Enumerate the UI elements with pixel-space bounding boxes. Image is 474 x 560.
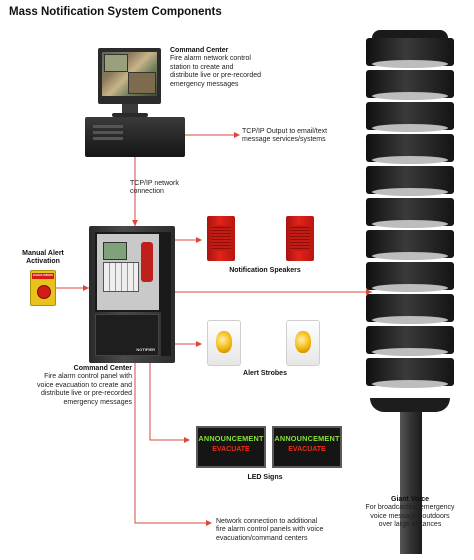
led-sign-line2: EVACUATE [288, 446, 326, 453]
pull-station-text: EVACUATION [33, 273, 53, 277]
network-connection-line: Network connection to additional [216, 518, 318, 525]
panel-lower-door: NOTIFIER [95, 314, 159, 356]
command-center-panel-label: Command Center Fire alarm control panel … [20, 365, 132, 407]
monitor-stand [122, 104, 138, 114]
speaker-tier [366, 134, 454, 164]
notification-speaker-image [207, 216, 235, 261]
line-panel-to-network [134, 363, 206, 524]
alert-strobe-image [207, 320, 241, 366]
speaker-tier [366, 70, 454, 100]
pull-station-header [32, 273, 54, 279]
alert-strobe-image [286, 320, 320, 366]
network-connection-label: Network connection to additional fire al… [216, 518, 356, 543]
led-sign-line1: ANNOUNCEMENT [274, 434, 340, 443]
speaker-tier [366, 102, 454, 132]
led-sign-image: ANNOUNCEMENT EVACUATE [196, 426, 266, 468]
manual-alert-title-line: Manual Alert [22, 250, 64, 257]
line-panel-to-signs [149, 363, 184, 441]
alert-strobes-label: Alert Strobes [215, 370, 315, 378]
panel-display [103, 242, 127, 260]
giant-voice-pole [400, 404, 422, 554]
notification-speakers-label: Notification Speakers [210, 267, 320, 275]
panel-window [95, 232, 161, 312]
command-center-top-desc-line: distribute live or pre-recorded [170, 72, 262, 80]
command-center-panel-desc-line: voice evacuation to create and [37, 381, 132, 389]
notification-speaker-image [286, 216, 314, 261]
notification-speakers-title: Notification Speakers [229, 267, 301, 274]
monitor-base [112, 113, 148, 117]
pull-station-image: EVACUATION [30, 270, 56, 306]
strobe-lens [216, 331, 232, 353]
panel-brand-logo: NOTIFIER [136, 347, 155, 352]
manual-alert-title-line: Activation [26, 258, 60, 266]
command-center-top-title: Command Center [170, 47, 229, 54]
command-center-panel-desc-line: distribute live or pre-recorded [40, 390, 132, 398]
tcpip-output-line: TCP/IP Output to email/text [242, 128, 328, 135]
command-center-top-desc-line: emergency messages [170, 80, 239, 88]
panel-keypad [103, 262, 139, 292]
drive-bay [93, 137, 123, 140]
giant-voice-base [370, 398, 450, 412]
command-center-panel-title: Command Center [73, 365, 132, 372]
speaker-tier [366, 166, 454, 196]
giant-voice-title: Giant Voice [391, 496, 429, 503]
drive-bay [93, 125, 123, 128]
giant-voice-desc-line: For broadcasting emergency [365, 504, 455, 512]
monitor-screen [102, 52, 157, 96]
speaker-tier [366, 326, 454, 356]
panel-microphone [141, 242, 153, 282]
tcpip-network-label: TCP/IP network connection [130, 180, 200, 197]
speaker-tier [366, 294, 454, 324]
command-center-top-label: Command Center Fire alarm network contro… [170, 47, 280, 89]
network-connection-line: evacuation/command centers [216, 534, 308, 542]
manual-alert-label: Manual Alert Activation [8, 250, 78, 267]
giant-voice-cap [372, 30, 448, 40]
tcpip-output-line: message services/systems [242, 136, 326, 144]
command-center-panel-desc-line: Fire alarm control panel with [44, 373, 132, 381]
led-sign-image: ANNOUNCEMENT EVACUATE [272, 426, 342, 468]
led-sign-line2: EVACUATE [212, 446, 250, 453]
strobe-lens [295, 331, 311, 353]
speaker-tier [366, 38, 454, 68]
monitor-image [98, 48, 161, 104]
speaker-tier [366, 262, 454, 292]
giant-voice-desc-line: voice messages outdoors [370, 512, 450, 520]
command-center-top-desc-line: station to create and [170, 63, 234, 71]
drive-bay [93, 131, 123, 134]
tcpip-network-line: connection [130, 188, 164, 196]
fire-alarm-panel-image: NOTIFIER [89, 226, 175, 363]
led-sign-line1: ANNOUNCEMENT [198, 434, 264, 443]
command-center-panel-desc-line: emergency messages [63, 398, 132, 406]
panel-side-enclosure [161, 232, 171, 356]
led-signs-label: LED Signs [220, 474, 310, 482]
speaker-tier [366, 198, 454, 228]
computer-tower-image [85, 117, 185, 157]
tcpip-output-label: TCP/IP Output to email/text message serv… [242, 128, 352, 145]
giant-voice-label: Giant Voice For broadcasting emergency v… [350, 496, 470, 530]
command-center-top-desc-line: Fire alarm network control [170, 55, 251, 63]
page-title: Mass Notification System Components [9, 6, 222, 18]
pull-station-button [37, 285, 51, 299]
alert-strobes-title: Alert Strobes [243, 370, 287, 377]
network-connection-line: fire alarm control panels with voice [216, 526, 324, 534]
led-signs-title: LED Signs [247, 474, 283, 481]
speaker-tier [366, 358, 454, 388]
tcpip-network-line: TCP/IP network [130, 180, 179, 187]
speaker-tier [366, 230, 454, 260]
giant-voice-desc-line: over large distances [378, 521, 442, 529]
